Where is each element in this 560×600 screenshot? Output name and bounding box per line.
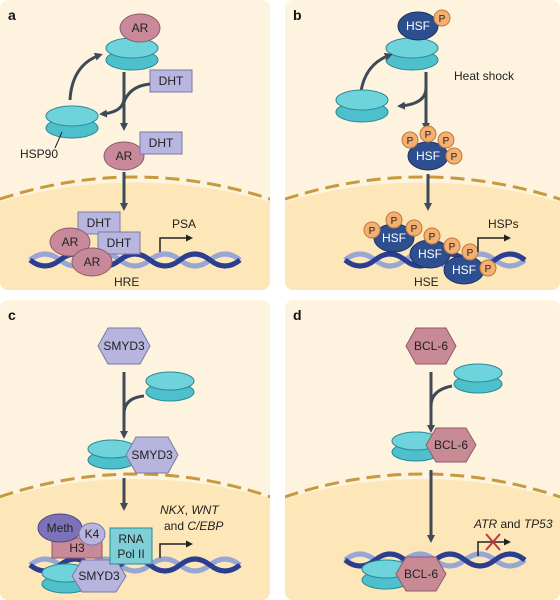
hsp90-leader-line [54,131,63,149]
p-label: P [485,264,492,275]
hsp90-label: HSP90 [20,147,58,161]
ar-dht-complex [103,141,145,171]
panel-a-recycle-arrow [68,52,103,101]
hsp90-dimer-d [453,363,503,394]
k4-label: K4 [85,527,100,541]
phospho-group [445,147,463,165]
ar-on-dna-2 [71,247,113,277]
panel-b: b HSF P Heat shock HSF P P P P [285,0,560,290]
bcl6-on-dna [395,556,447,592]
hsp90-dimer [105,37,159,71]
panel-a-dht-entry [122,82,151,103]
dht-label-3: DHT [87,216,112,230]
hsp90-dimer-b [385,37,439,71]
hsp90-free [45,105,99,139]
lysine-k4 [78,522,106,546]
h3-label: H3 [69,541,85,555]
psa-transcription-arrow [159,234,193,252]
hsf-label-5: HSF [452,263,476,277]
hsf-label-2: HSF [416,149,440,163]
psa-label: PSA [172,217,196,231]
panel-d-hsp90-entry [429,384,453,407]
hsf-label: HSF [406,19,430,33]
p-label: P [411,224,418,235]
p-label: P [443,136,450,147]
ar-on-dna-1 [49,227,91,257]
dht-label: DHT [159,74,184,88]
meth-label: Meth [47,521,74,535]
phospho-group [437,131,455,149]
ar-label-4: AR [84,255,101,269]
hsp90-dimer-c [145,371,195,402]
smyd3-on-dna [71,559,127,593]
rna-pol-ii [109,527,153,565]
p-label: P [439,14,446,25]
panel-a-nuclear-envelope [0,175,270,208]
panel-c-nuclear-envelope [0,472,270,506]
target-genes-line-2: and C/EBP [164,519,223,533]
p-label: P [449,242,456,253]
panel-d-nuclear-envelope [285,472,560,506]
dht-label-4: DHT [107,236,132,250]
hsf-label-4: HSF [418,247,442,261]
panel-d-nucleus [285,479,560,600]
dht-ligand-bound [139,131,183,155]
smyd3-label: SMYD3 [103,339,145,353]
panel-a: a AR DHT HSP90 AR DHT [0,0,270,290]
phospho-group [419,125,437,143]
hsp90-bcl6-complex [391,427,477,463]
hsp90-free-b [335,89,389,123]
panel-c-label: c [8,307,16,323]
panel-b-nucleus [285,182,560,290]
p-label: P [407,136,414,147]
bcl6-label-2: BCL-6 [434,438,468,452]
dht-on-dna-2 [97,231,141,255]
target-genes-line-1: NKX, WNT [160,503,220,517]
repression-cross [485,533,501,551]
target-gene-transcription-arrow [159,540,193,558]
panel-c-hsp90-entry [122,394,145,415]
ar-protein [119,13,161,43]
panel-d: d BCL-6 BCL-6 BCL-6 [285,300,560,600]
repressed-transcription-arrow [477,538,511,556]
hsf-protein [397,11,439,41]
hse-phospho-groups: P P P P P P P [363,211,497,277]
panel-c: c SMYD3 SMYD3 SMYD3 H3 Meth [0,300,270,600]
panel-b-nuclear-envelope [285,175,560,208]
hsp90-smyd3-complex [87,436,179,474]
hre-label: HRE [114,275,139,289]
panel-b-branch-arrow [397,87,428,110]
smyd3-label-2: SMYD3 [131,448,173,462]
ar-label: AR [132,21,149,35]
heat-shock-label: Heat shock [454,69,515,83]
bcl6-label-3: BCL-6 [404,567,438,581]
phospho-group [401,131,419,149]
repressed-genes-label: ATR and TP53 [473,517,553,531]
p-label: P [451,152,458,163]
dht-ligand [149,69,193,93]
hsps-transcription-arrow [477,234,511,252]
hsf-label-3: HSF [382,231,406,245]
p-label: P [391,216,398,227]
hsps-label: HSPs [488,217,519,231]
hse-label: HSE [414,275,439,289]
p-label: P [369,226,376,237]
smyd3-protein [97,327,151,365]
bcl6-label: BCL-6 [414,339,448,353]
dht-label-2: DHT [149,136,174,150]
panel-b-label: b [293,7,302,23]
p-label: P [467,248,474,259]
rna-label: RNA [118,532,143,546]
ar-label-3: AR [62,235,79,249]
smyd3-label-3: SMYD3 [78,569,120,583]
pol2-label: Pol II [117,547,144,561]
bcl6-protein [405,327,457,365]
ar-label-2: AR [116,149,133,163]
p-label: P [429,232,436,243]
p-label: P [425,130,432,141]
panel-a-label: a [8,7,16,23]
panel-d-label: d [293,307,302,323]
phospho-group [433,9,451,27]
